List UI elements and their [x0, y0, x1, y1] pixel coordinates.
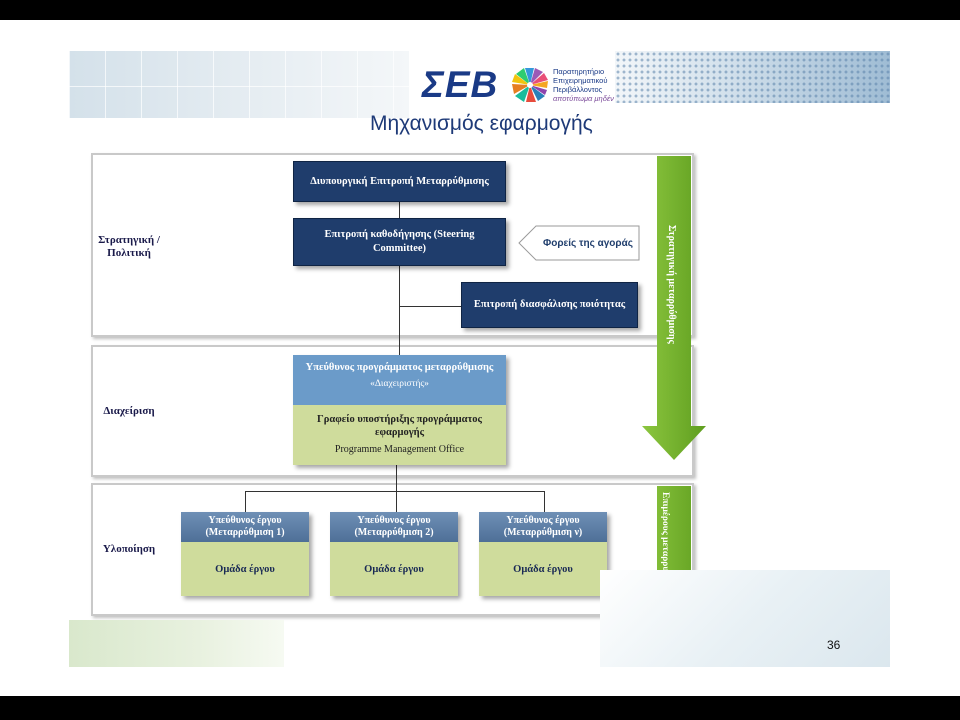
- header-photo-left: [69, 51, 409, 118]
- interministerial-committee-box: Διυπουργική Επιτροπή Μεταρρύθμισης: [293, 161, 506, 202]
- pmo-label: Γραφείο υποστήριξης προγράμματος εφαρμογ…: [317, 414, 482, 438]
- strategic-reform-arrow: [642, 156, 706, 460]
- connector-line: [396, 465, 397, 491]
- program-manager-label: Υπεύθυνος προγράμματος μεταρρύθμισης: [305, 362, 494, 373]
- logo-tagline: Παρατηρητήριο Επιχειρηματικού Περιβάλλον…: [553, 67, 623, 103]
- connector-line: [245, 491, 544, 492]
- box-label: Διυπουργική Επιτροπή Μεταρρύθμισης: [310, 175, 489, 187]
- quality-committee-box: Επιτροπή διασφάλισης ποιότητας: [461, 282, 638, 328]
- pmo-section: Γραφείο υποστήριξης προγράμματος εφαρμογ…: [293, 405, 506, 465]
- connector-line: [245, 491, 246, 512]
- logo-tagline-line: Παρατηρητήριο: [553, 67, 605, 76]
- page-title: Μηχανισμός εφαρμογής: [370, 112, 593, 135]
- footer-photo-right: [600, 570, 890, 667]
- program-management-box: Υπεύθυνος προγράμματος μεταρρύθμισης «Δι…: [293, 355, 506, 465]
- connector-line: [396, 491, 397, 512]
- project-manager-label: Υπεύθυνος έργου (Μεταρρύθμιση 2): [330, 512, 458, 542]
- program-manager-sub: «Διαχειριστής»: [370, 379, 429, 389]
- logo-text: ΣΕΒ: [422, 64, 499, 105]
- logo-tagline-sub: αποτύπωμα μηδέν: [553, 94, 614, 103]
- logo-tagline-line: Επιχειρηματικού: [553, 76, 608, 85]
- operational-reform-label: Επιμέρους μεταρρυθμίσεις: [660, 492, 670, 601]
- strategic-reform-label: Στρατηγική μεταρρύθμισης: [666, 225, 677, 344]
- project-box: Υπεύθυνος έργου (Μεταρρύθμιση 1) Ομάδα έ…: [181, 512, 309, 596]
- logo-tagline-line: Περιβάλλοντος: [553, 85, 603, 94]
- connector-line: [399, 202, 400, 218]
- band-label-strategic: Στρατηγική / Πολιτική: [98, 234, 160, 260]
- callout-label: Φορείς της αγοράς: [543, 237, 633, 249]
- box-label: Επιτροπή καθοδήγησης (Steering Committee…: [324, 229, 475, 254]
- logo-star-icon: [512, 68, 548, 102]
- connector-line: [399, 266, 400, 356]
- project-manager-label: Υπεύθυνος έργου (Μεταρρύθμιση ν): [479, 512, 607, 542]
- project-team-label: Ομάδα έργου: [181, 542, 309, 596]
- market-actors-callout: Φορείς της αγοράς: [518, 225, 640, 261]
- program-manager-section: Υπεύθυνος προγράμματος μεταρρύθμισης «Δι…: [293, 355, 506, 405]
- project-manager-label: Υπεύθυνος έργου (Μεταρρύθμιση 1): [181, 512, 309, 542]
- band-label-implementation: Υλοποίηση: [98, 543, 160, 556]
- project-box: Υπεύθυνος έργου (Μεταρρύθμιση ν) Ομάδα έ…: [479, 512, 607, 596]
- project-team-label: Ομάδα έργου: [479, 542, 607, 596]
- project-team-label: Ομάδα έργου: [330, 542, 458, 596]
- box-label: Επιτροπή διασφάλισης ποιότητας: [473, 299, 626, 310]
- band-label-text: Στρατηγική / Πολιτική: [98, 234, 160, 259]
- pmo-label-en: Programme Management Office: [334, 444, 465, 455]
- footer-photo-left: [69, 620, 284, 667]
- band-label-text: Διαχείριση: [103, 405, 155, 417]
- band-label-text: Υλοποίηση: [102, 543, 156, 555]
- project-box: Υπεύθυνος έργου (Μεταρρύθμιση 2) Ομάδα έ…: [330, 512, 458, 596]
- slide: ΣΕΒ Παρατηρητήριο Επιχειρηματικού Περιβά…: [0, 20, 960, 696]
- header-photo-right: [615, 51, 890, 103]
- band-label-management: Διαχείριση: [98, 405, 160, 418]
- callout-shape: [518, 225, 640, 261]
- connector-line: [399, 306, 461, 307]
- page-number: 36: [827, 638, 841, 652]
- connector-line: [544, 491, 545, 512]
- steering-committee-box: Επιτροπή καθοδήγησης (Steering Committee…: [293, 218, 506, 266]
